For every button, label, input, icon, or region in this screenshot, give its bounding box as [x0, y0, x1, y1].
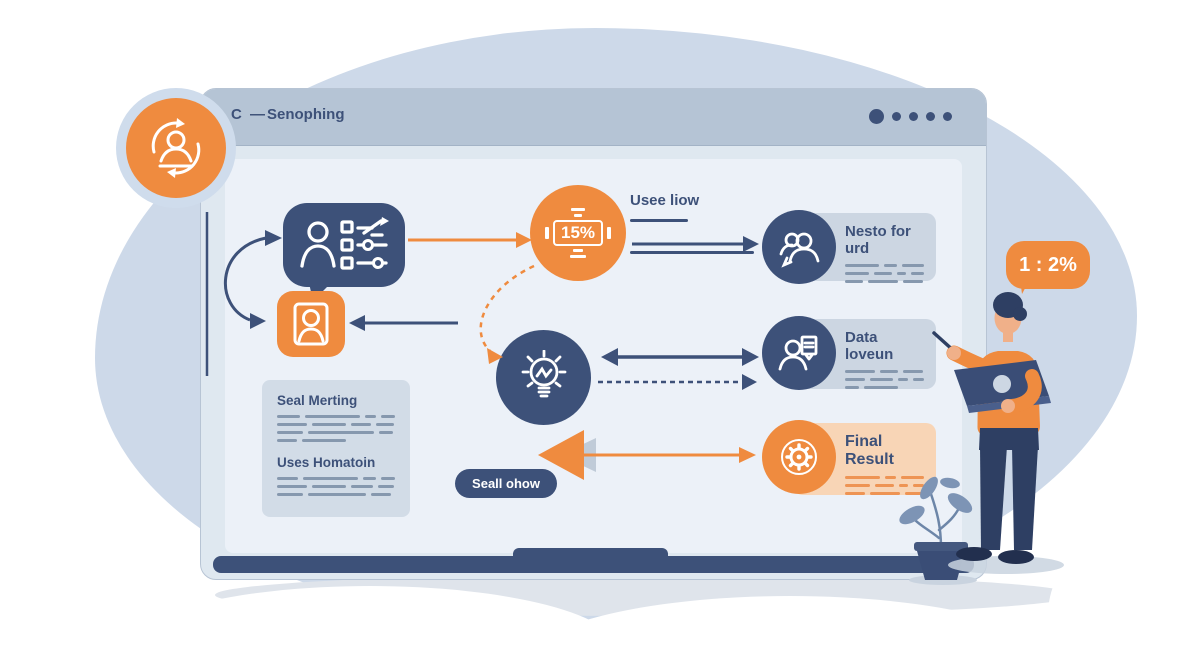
action-button[interactable]: Seall ohow	[455, 469, 557, 498]
person-sync-icon	[151, 118, 201, 178]
skeleton-text	[277, 477, 396, 480]
window-bottom-notch	[513, 548, 668, 558]
window-bottom-bar	[213, 548, 974, 573]
lightbulb-icon	[521, 349, 566, 397]
titlebar-dot-icon[interactable]	[926, 112, 935, 121]
person-document-icon	[778, 335, 818, 371]
skeleton-text	[845, 476, 924, 479]
skeleton-text	[845, 492, 924, 495]
skeleton-text	[277, 485, 395, 488]
titlebar-dot-icon[interactable]	[869, 109, 884, 124]
percent-node: 15%	[530, 185, 626, 281]
portrait-icon	[293, 302, 329, 346]
use-flow-label: Usee liow	[630, 192, 700, 209]
card-final-result: Final Result	[762, 420, 936, 498]
skeleton-text	[277, 493, 395, 496]
percent-value: 15%	[544, 220, 612, 246]
speech-bubble-text: 1 : 2%	[1019, 253, 1077, 276]
card-data: Data loveun	[762, 316, 936, 392]
titlebar-dot-icon[interactable]	[892, 112, 901, 121]
notes-heading: Uses Homatoin	[277, 455, 376, 470]
gauge-icon	[570, 255, 586, 258]
browser-titlebar: C — Senophing	[201, 89, 986, 146]
people-chat-icon	[779, 232, 820, 268]
gauge-icon	[573, 249, 583, 252]
user-tasks-node	[283, 203, 405, 301]
underline	[630, 219, 688, 222]
card-title: Nesto for urd	[845, 223, 911, 257]
avatar-node	[277, 291, 345, 357]
speech-bubble: 1 : 2%	[1006, 241, 1090, 294]
presenter-illustration	[932, 292, 1064, 574]
titlebar-dots[interactable]	[869, 109, 952, 124]
card-title: Final Result	[845, 433, 894, 468]
skeleton-text	[277, 415, 396, 418]
window-title: Senophing	[267, 106, 345, 123]
start-node	[126, 98, 226, 198]
skeleton-text	[845, 370, 924, 373]
skeleton-text	[277, 431, 395, 434]
card-title: Data loveun	[845, 329, 894, 363]
skeleton-text	[845, 378, 925, 381]
notes-heading: Seal Merting	[277, 393, 358, 408]
gear-icon	[781, 439, 817, 475]
gauge-icon	[571, 208, 585, 211]
titlebar-dot-icon[interactable]	[943, 112, 952, 121]
underline	[630, 251, 754, 254]
skeleton-text	[845, 484, 925, 487]
skeleton-text	[845, 264, 924, 267]
plant-illustration	[899, 476, 977, 585]
user-checklist-icon	[300, 217, 389, 270]
skeleton-text	[277, 423, 395, 426]
idea-node	[496, 330, 591, 425]
skeleton-text	[845, 386, 924, 389]
card-nesto: Nesto for urd	[762, 210, 936, 284]
card-icon-circle	[762, 420, 836, 494]
skeleton-text	[845, 280, 924, 283]
skeleton-text	[277, 439, 395, 442]
titlebar-dot-icon[interactable]	[909, 112, 918, 121]
notes-panel: Seal Merting Uses Homatoin	[262, 380, 410, 517]
gauge-icon	[574, 214, 582, 217]
skeleton-text	[845, 272, 924, 275]
browser-controls[interactable]: C —	[231, 106, 267, 123]
card-icon-circle	[762, 316, 836, 390]
card-icon-circle	[762, 210, 836, 284]
